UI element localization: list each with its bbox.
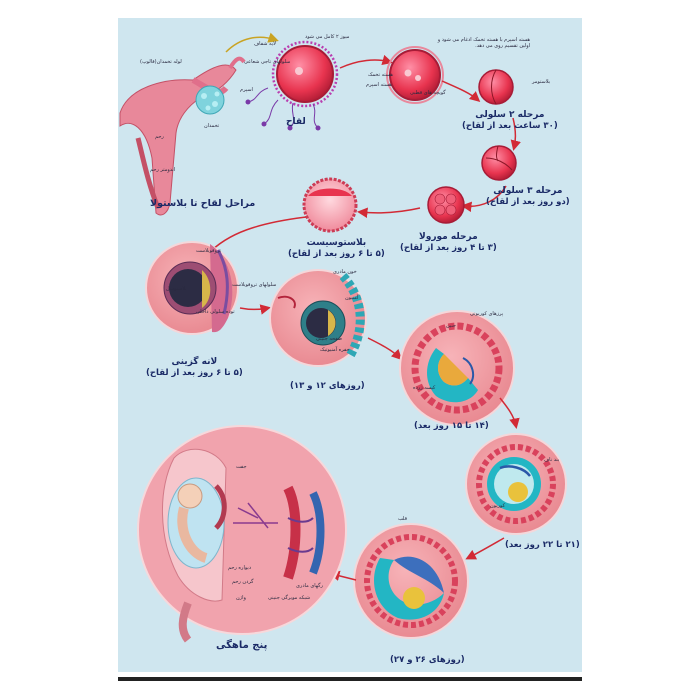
sperm-nucleus-label: هسته اسپرم — [366, 82, 392, 88]
blastocyst-label: بلاستوسیست (۵ تا ۶ روز بعد از لقاح) — [288, 238, 385, 260]
yolk-sac-label: کیسه زرده — [413, 385, 436, 391]
vagina-label: واژن — [236, 595, 246, 601]
trophoblast-cells-label: سلولهای تروفوبلاست — [232, 282, 277, 288]
fetal-capillaries-label: شبکه مویرگی جنینی — [268, 595, 311, 601]
zygote — [386, 46, 444, 104]
granulosa-label: سلولهای تاجی شعاعی — [244, 59, 291, 65]
blastocoel-label: بلاستوسل — [166, 286, 187, 292]
chorion-label: کوریون — [490, 503, 506, 509]
days-12-13-disk — [269, 269, 367, 367]
two-cell-stage — [478, 69, 514, 105]
blastocyst-stage — [302, 177, 358, 233]
amnion-label: آمنیون — [345, 295, 359, 301]
blastomere-label: بلاستومر — [532, 79, 551, 85]
days-14-15-disk — [399, 310, 515, 426]
days-21-22-disk — [465, 433, 567, 535]
corona-label: لایه شفاف — [254, 41, 276, 47]
days-14-15-label: (۱۴ تا ۱۵ روز بعد) — [414, 421, 489, 431]
chorionic-villi-label: پرزهای کوریونی — [470, 311, 504, 317]
fertilization-label: لقاح — [286, 117, 306, 127]
embryonic-disc-label: صفحه جنینی — [316, 336, 343, 342]
bottom-rule — [118, 677, 582, 681]
umbilical-cord-label: بند ناف — [544, 457, 560, 463]
days-21-22-label: (۲۱ تا ۲۲ روز بعد) — [505, 540, 580, 550]
development-diagram — [119, 32, 567, 643]
days-12-13-label: (روزهای ۱۲ و ۱۳) — [290, 381, 365, 391]
egg-nucleus-label: هسته تخمک — [368, 72, 393, 78]
implantation-disk — [145, 241, 239, 335]
three-cell-label: مرحله ۳ سلولی (دو روز بعد از لقاح) — [486, 186, 570, 208]
ovary-label: تخمدان — [204, 123, 220, 129]
embryo-label: جنین — [446, 323, 456, 329]
morula-stage — [427, 186, 465, 224]
amniotic-cavity-label: حفره آمنیوتیک — [320, 347, 350, 353]
five-months-label: پنج ماهگی — [216, 640, 268, 651]
uterus-label: رحم — [155, 134, 164, 140]
fertilization-egg — [245, 40, 339, 131]
endometrium-label: اندومتر رحم — [150, 167, 176, 173]
heart-label: قلب — [398, 516, 407, 522]
placenta-label: جفت — [236, 464, 247, 470]
sperm-label: اسپرم — [240, 87, 253, 93]
morula-label: مرحله مورولا (۳ تا ۴ روز بعد از لقاح) — [400, 232, 497, 254]
uterine-wall-label: دیواره رحم — [228, 565, 252, 571]
three-cell-stage — [481, 145, 517, 181]
maternal-vessels-label: رگهای مادری — [296, 583, 323, 589]
days-26-27-disk — [353, 523, 469, 639]
five-months-disk — [137, 425, 347, 643]
implantation-label: لانه گزینی (۵ تا ۶ روز بعد از لقاح) — [146, 357, 243, 379]
meiosis2-label: میوز ۲ کامل می شود — [305, 34, 350, 40]
cervix-label: گردن رحم — [232, 579, 254, 585]
polar-bodies-label: گویچه های قطبی — [410, 90, 446, 96]
trophoblast-label: تروفوبلاست — [196, 248, 222, 254]
uterus-illustration — [119, 56, 246, 216]
fallopian-tube-label: لوله تخمدان(فالوپ) — [140, 59, 182, 65]
nuclei-fusion-label: هسته اسپرم با هسته تخمک ادغام می شود و ا… — [437, 37, 530, 49]
maternal-blood-label: خون مادری — [333, 269, 357, 275]
inner-cell-mass-label: توده سلولی داخلی — [196, 309, 235, 315]
days-26-27-label: (روزهای ۲۶ و ۲۷) — [390, 655, 465, 665]
main-title: مراحل لقاح تا بلاستولا — [150, 198, 256, 209]
two-cell-label: مرحله ۲ سلولی (۳۰ ساعت بعد از لقاح) — [462, 110, 558, 132]
